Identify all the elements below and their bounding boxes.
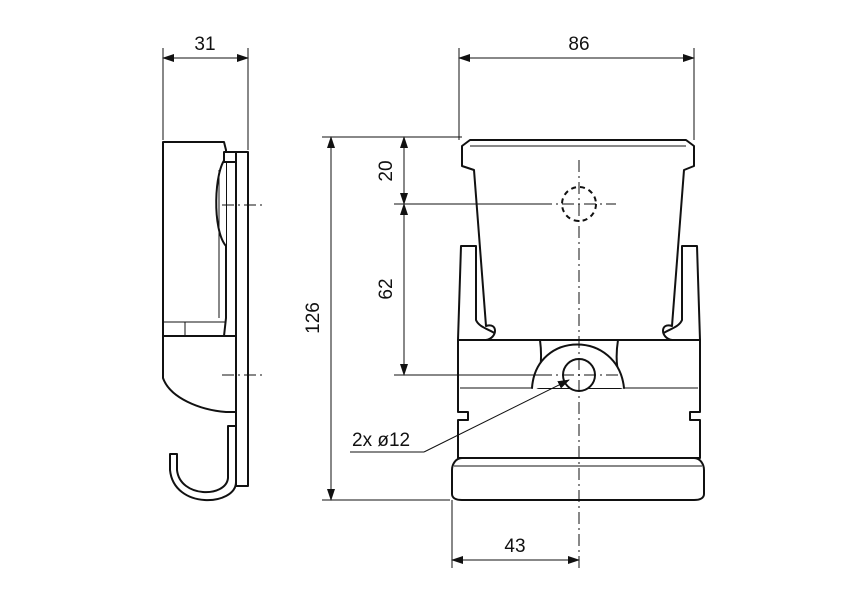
dim-total-height-label: 126 — [303, 302, 324, 334]
side-view — [162, 141, 264, 501]
dim-hole-callout-label: 2x ø12 — [352, 430, 410, 451]
side-view-body — [162, 141, 227, 337]
dim-hole-leader — [423, 379, 570, 453]
front-view-upper-lid — [461, 139, 695, 341]
side-view-plate-lip — [223, 151, 237, 163]
side-view-back-plate — [235, 151, 249, 487]
dim-hole-spacing-label: 62 — [376, 278, 397, 299]
side-view-hook — [169, 425, 237, 501]
dimensions: 31 86 126 20 62 43 2x ø12 — [162, 34, 695, 568]
dim-bottom-offset-label: 43 — [504, 536, 525, 557]
front-view — [451, 139, 705, 568]
dim-top-hole-label: 20 — [376, 160, 397, 181]
dim-side-width-label: 31 — [194, 34, 215, 55]
side-view-lower-section — [162, 335, 237, 413]
dim-total-width-label: 86 — [568, 34, 589, 55]
front-view-base — [451, 457, 705, 501]
